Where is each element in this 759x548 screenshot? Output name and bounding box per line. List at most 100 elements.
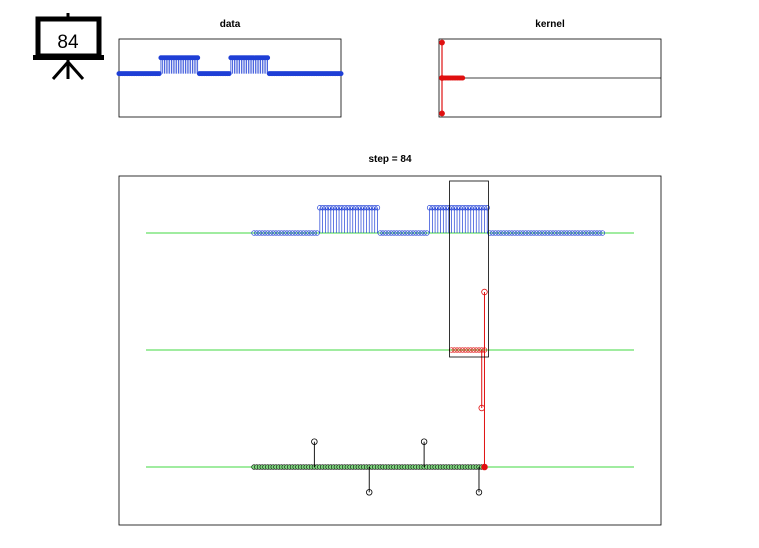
kernel-row-point bbox=[468, 347, 474, 353]
input-point bbox=[451, 205, 457, 211]
input-point bbox=[347, 205, 353, 211]
input-point bbox=[517, 230, 523, 236]
input-point bbox=[550, 230, 556, 236]
input-point bbox=[575, 230, 581, 236]
input-point bbox=[424, 230, 430, 236]
input-point bbox=[583, 230, 589, 236]
input-point bbox=[498, 230, 504, 236]
input-point bbox=[297, 230, 304, 236]
step-number-label: 84 bbox=[57, 32, 79, 53]
input-point bbox=[435, 205, 441, 211]
input-point bbox=[322, 205, 328, 211]
kernel-row-point bbox=[451, 347, 457, 353]
input-point bbox=[459, 205, 466, 211]
input-point bbox=[292, 230, 298, 236]
input-point bbox=[295, 230, 301, 236]
input-point bbox=[361, 205, 367, 211]
input-point bbox=[306, 230, 312, 236]
input-point bbox=[415, 230, 422, 236]
input-point bbox=[555, 230, 562, 236]
input-point bbox=[594, 230, 600, 236]
input-point bbox=[432, 205, 438, 211]
input-point bbox=[336, 205, 342, 211]
input-point bbox=[314, 230, 320, 236]
input-point bbox=[473, 205, 479, 211]
input-point bbox=[394, 230, 400, 236]
input-point bbox=[391, 230, 397, 236]
input-point bbox=[410, 230, 416, 236]
input-point bbox=[539, 230, 545, 236]
kernel-row-point bbox=[462, 347, 468, 353]
kernel-row-point bbox=[465, 347, 471, 353]
input-point bbox=[495, 230, 501, 236]
input-point bbox=[454, 205, 460, 211]
input-point bbox=[385, 230, 392, 236]
input-point bbox=[270, 230, 276, 236]
input-point bbox=[429, 205, 435, 211]
input-point bbox=[525, 230, 532, 236]
input-point bbox=[259, 230, 265, 236]
input-point bbox=[536, 230, 542, 236]
input-point bbox=[440, 205, 446, 211]
input-point bbox=[363, 205, 370, 211]
input-point bbox=[330, 205, 337, 211]
input-point bbox=[396, 230, 403, 236]
input-point bbox=[388, 230, 394, 236]
input-point bbox=[457, 205, 463, 211]
input-point bbox=[311, 230, 318, 236]
input-point bbox=[418, 230, 425, 236]
input-point bbox=[591, 230, 597, 236]
input-point bbox=[300, 230, 307, 236]
input-point bbox=[426, 205, 433, 211]
step-panel-frame bbox=[118, 175, 662, 526]
kernel-point bbox=[439, 110, 445, 117]
kernel-panel-plot bbox=[439, 39, 661, 117]
input-point bbox=[533, 230, 540, 236]
input-point bbox=[273, 230, 279, 236]
data-panel-plot bbox=[116, 55, 344, 77]
output-spike bbox=[366, 489, 373, 496]
input-point bbox=[553, 230, 559, 236]
kernel-row-point bbox=[459, 347, 466, 353]
input-point bbox=[566, 230, 573, 236]
input-point bbox=[421, 230, 427, 236]
input-point bbox=[465, 205, 471, 211]
input-point bbox=[599, 230, 606, 236]
data-panel-title: data bbox=[220, 19, 241, 30]
input-point bbox=[287, 230, 293, 236]
input-point bbox=[577, 230, 584, 236]
input-point bbox=[542, 230, 548, 236]
input-point bbox=[561, 230, 567, 236]
data-point bbox=[338, 71, 344, 77]
input-point bbox=[284, 230, 290, 236]
kernel-point bbox=[460, 75, 466, 81]
input-point bbox=[380, 230, 386, 236]
presentation-easel-icon: 84 bbox=[33, 13, 104, 80]
step-panel-title: step = 84 bbox=[368, 154, 412, 165]
input-point bbox=[514, 230, 521, 236]
input-point bbox=[531, 230, 537, 236]
input-point bbox=[281, 230, 287, 236]
input-point bbox=[265, 230, 271, 236]
input-point bbox=[325, 205, 331, 211]
input-point bbox=[484, 205, 490, 211]
input-point bbox=[303, 230, 309, 236]
input-point bbox=[262, 230, 268, 236]
step-panel-plot bbox=[146, 180, 634, 496]
data-point bbox=[195, 55, 201, 61]
input-point bbox=[366, 205, 372, 211]
data-point bbox=[265, 55, 271, 61]
input-point bbox=[501, 230, 507, 236]
input-point bbox=[490, 230, 496, 236]
kernel-row-point bbox=[454, 347, 460, 353]
input-point bbox=[352, 205, 359, 211]
input-point bbox=[413, 230, 419, 236]
input-point bbox=[528, 230, 534, 236]
input-point bbox=[372, 205, 378, 211]
sliding-window-box bbox=[449, 180, 489, 358]
input-point bbox=[547, 230, 553, 236]
input-point bbox=[564, 230, 570, 236]
input-point bbox=[580, 230, 586, 236]
input-point bbox=[586, 230, 592, 236]
kernel-row-point bbox=[457, 347, 463, 353]
